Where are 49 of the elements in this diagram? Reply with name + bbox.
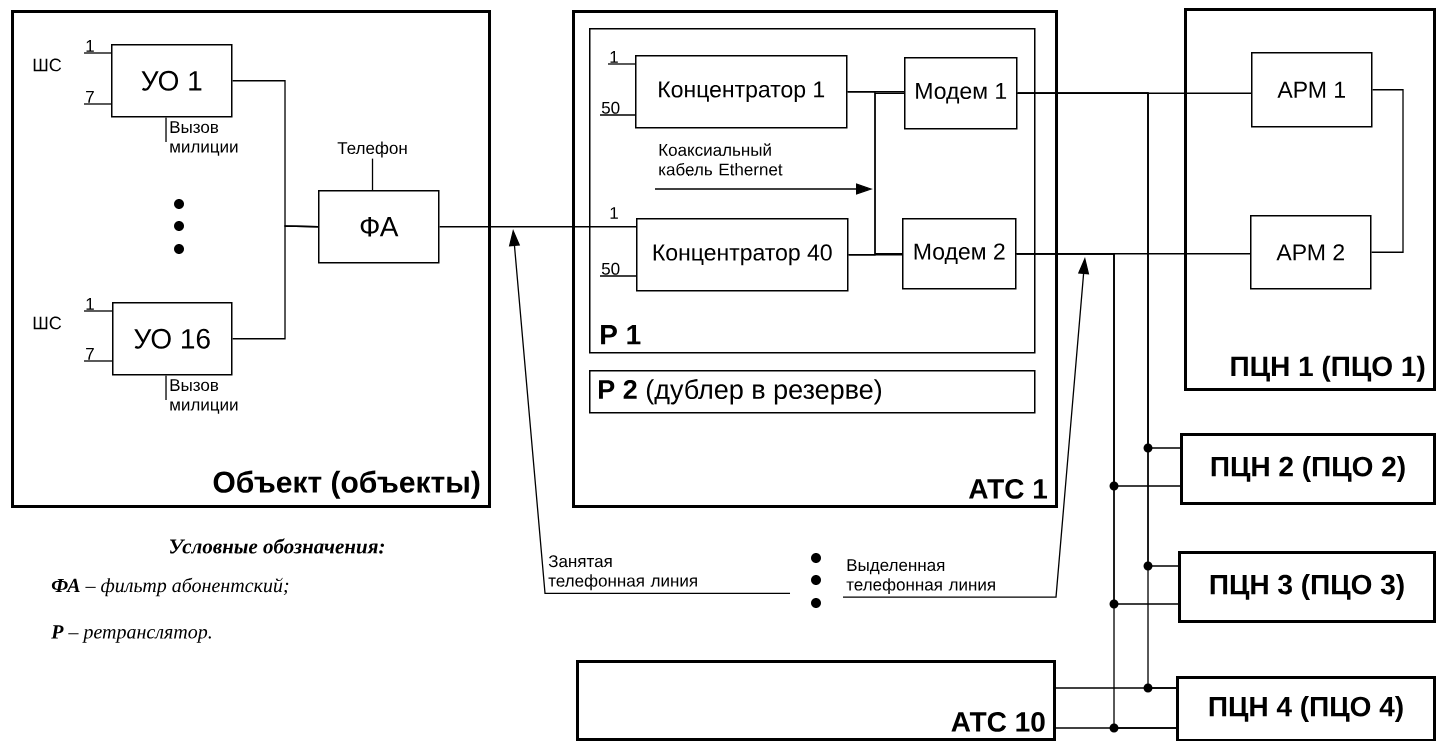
connector-line bbox=[231, 225, 319, 340]
pin-line bbox=[599, 114, 636, 116]
connector-line bbox=[438, 226, 637, 228]
filter-box: ФА bbox=[318, 190, 440, 264]
device-box: Модем 1 bbox=[904, 57, 1018, 130]
pin-line bbox=[607, 63, 636, 65]
legend-entry: ФА – фильтр абонентский; bbox=[51, 577, 289, 597]
signal-name: Вызов милиции bbox=[170, 121, 238, 156]
connector-line bbox=[847, 254, 903, 256]
exchange-box: АТС 10 bbox=[576, 660, 1056, 741]
pin-line bbox=[83, 52, 112, 54]
pin-number: 7 bbox=[86, 91, 94, 103]
station-box: ПЦН 2 (ПЦО 2) bbox=[1180, 433, 1436, 505]
pin-line bbox=[83, 360, 113, 362]
pin-number: 7 bbox=[86, 348, 94, 360]
line-label: Занятая телефонная линия bbox=[548, 555, 697, 591]
workstation-box: АРМ 1 bbox=[1251, 52, 1373, 128]
signal-name: ШС bbox=[33, 58, 62, 72]
line-label: Выделенная телефонная линия bbox=[846, 559, 995, 594]
device-box: Концентратор 1 bbox=[635, 55, 848, 129]
station-box: ПЦН 4 (ПЦО 4) bbox=[1176, 676, 1436, 741]
signal-name: ШС bbox=[33, 316, 62, 330]
connector-line bbox=[1055, 727, 1177, 729]
phone-label: Телефон bbox=[337, 141, 407, 158]
workstation-box: АРМ 2 bbox=[1250, 215, 1372, 290]
legend-entry: Р – ретранслятор. bbox=[51, 625, 211, 643]
pin-number: 1 bbox=[610, 51, 618, 63]
device-box: Концентратор 40 bbox=[636, 218, 849, 292]
connector-line bbox=[371, 157, 374, 191]
cable-label: Коаксиальный кабель Ethernet bbox=[659, 143, 783, 176]
pin-line bbox=[599, 275, 637, 277]
device-box: Модем 2 bbox=[902, 218, 1017, 290]
pin-number: 50 bbox=[601, 262, 620, 275]
connector-line bbox=[1055, 687, 1177, 689]
signal-name: Вызов милиции bbox=[170, 379, 238, 414]
pin-line bbox=[83, 103, 112, 105]
pin-line bbox=[83, 310, 113, 312]
station-box: ПЦН 3 (ПЦО 3) bbox=[1178, 551, 1436, 623]
pin-line bbox=[165, 116, 167, 143]
connector-line bbox=[1370, 89, 1404, 253]
pin-number: 1 bbox=[86, 40, 94, 52]
device-box: УО 1 bbox=[111, 44, 233, 118]
legend-heading: Условные обозначения: bbox=[169, 538, 384, 554]
pin-number: 1 bbox=[86, 298, 94, 310]
repeater-box: Р 2 (дублер в резерве) bbox=[589, 370, 1036, 414]
pin-line bbox=[165, 374, 167, 401]
pin-number: 1 bbox=[610, 207, 618, 219]
pin-number: 50 bbox=[601, 101, 620, 114]
device-box: УО 16 bbox=[112, 302, 233, 376]
